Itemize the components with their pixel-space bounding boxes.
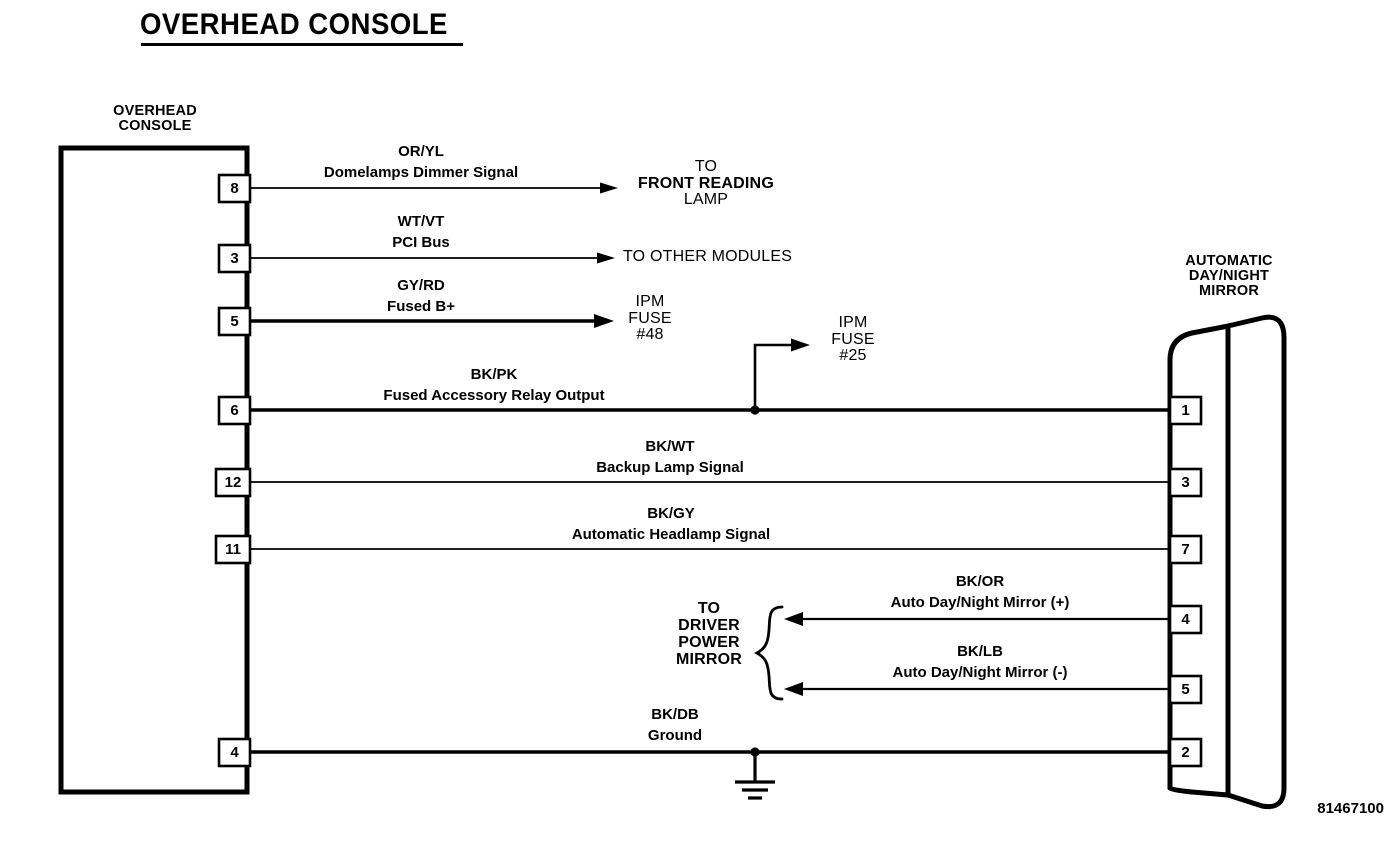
console-caption-line2: CONSOLE: [118, 118, 192, 135]
mirror-pin-3: 3: [1181, 474, 1190, 491]
dest-driver-power-mirror-line2: DRIVER: [678, 616, 740, 634]
mirror-caption-line2: DAY/NIGHT: [1188, 268, 1270, 285]
dest-ipm-fuse-25: IPM FUSE #25: [831, 314, 875, 365]
page-title: OVERHEAD CONSOLE: [140, 8, 448, 41]
wire-label-bk-lb-desc: Auto Day/Night Mirror (-): [892, 664, 1068, 681]
console-pin-4: 4: [230, 744, 239, 761]
wire-label-bk-or-code: BK/OR: [955, 573, 1005, 590]
wire-console-5-ipm-fuse-48: [250, 314, 614, 328]
mirror-caption: AUTOMATIC DAY/NIGHT MIRROR: [1185, 253, 1273, 300]
wire-mirror-5-driver-power-mirror: [784, 682, 1170, 696]
wire-label-bk-wt-code: BK/WT: [645, 438, 695, 455]
wire-label-bk-pk-code: BK/PK: [470, 366, 518, 383]
wire-console-8-front-reading-lamp: [250, 182, 618, 194]
console-pin-box-11: [214, 534, 252, 565]
wire-label-gy-rd-desc: Fused B+: [387, 298, 455, 315]
mirror-caption-line1: AUTOMATIC: [1185, 253, 1273, 269]
mirror-pin-4: 4: [1181, 611, 1190, 628]
console-pin-box-5: [217, 306, 252, 337]
console-pin-box-8: [217, 173, 252, 204]
console-pin-11: 11: [225, 541, 241, 558]
dest-front-reading-lamp: TO FRONT READING LAMP: [638, 158, 774, 209]
dest-ipm-fuse-25-line3: #25: [839, 347, 867, 365]
dest-ipm-fuse-25-line1: IPM: [838, 314, 868, 331]
driver-mirror-brace: [754, 605, 784, 701]
dest-driver-power-mirror-line1: TO: [697, 600, 721, 617]
wire-label-bk-pk-desc: Fused Accessory Relay Output: [383, 387, 605, 404]
mirror-pin-box-4: [1168, 604, 1203, 635]
wire-label-bk-gy-desc: Automatic Headlamp Signal: [571, 526, 771, 543]
wire-label-gy-rd-code: GY/RD: [397, 277, 445, 294]
console-pin-box-12: [214, 467, 252, 498]
wire-label-or-yl-desc: Domelamps Dimmer Signal: [323, 164, 519, 181]
console-pin-box-4: [217, 737, 252, 768]
part-number: 81467100: [1317, 800, 1384, 817]
wire-console-4-mirror-2-ground: [250, 747, 1170, 800]
wire-label-bk-gy-code: BK/GY: [647, 505, 695, 522]
mirror-pin-7: 7: [1181, 541, 1190, 558]
console-pin-8: 8: [230, 180, 239, 197]
wire-label-wt-vt-code: WT/VT: [397, 213, 445, 230]
wire-console-3-other-modules: [250, 252, 615, 264]
wire-label-bk-db-code: BK/DB: [651, 706, 699, 723]
wire-console-6-mirror-1: [250, 338, 1170, 415]
dest-ipm-fuse-48-line1: IPM: [635, 293, 665, 310]
console-pin-12: 12: [224, 474, 242, 491]
mirror-pin-5: 5: [1181, 681, 1190, 698]
mirror-pin-box-7: [1168, 534, 1203, 565]
dest-ipm-fuse-48-line3: #48: [636, 326, 664, 344]
automatic-daynight-mirror-body: [1167, 314, 1287, 810]
chassis-ground-icon: [735, 780, 775, 800]
console-pin-3: 3: [230, 250, 239, 267]
wire-label-bk-or-desc: Auto Day/Night Mirror (+): [890, 594, 1070, 611]
mirror-pin-box-1: [1168, 395, 1203, 426]
dest-ipm-fuse-25-line2: FUSE: [831, 330, 875, 348]
console-caption: OVERHEAD CONSOLE: [113, 103, 197, 135]
dest-front-reading-lamp-line2: FRONT READING: [638, 174, 774, 192]
console-pin-5: 5: [230, 313, 239, 330]
mirror-caption-line3: MIRROR: [1198, 283, 1260, 300]
console-pin-6: 6: [230, 402, 239, 419]
dest-front-reading-lamp-line1: TO: [694, 158, 718, 175]
junction-dot-branch: [750, 405, 760, 415]
dest-other-modules: TO OTHER MODULES: [623, 248, 793, 266]
dest-driver-power-mirror-line3: POWER: [678, 633, 740, 651]
wire-label-bk-wt-desc: Backup Lamp Signal: [596, 459, 744, 476]
title-underline: [141, 43, 463, 46]
dest-ipm-fuse-48: IPM FUSE #48: [628, 293, 672, 344]
wire-label-bk-db-desc: Ground: [647, 727, 703, 744]
wire-label-bk-lb-code: BK/LB: [957, 643, 1003, 660]
dest-ipm-fuse-48-line2: FUSE: [628, 309, 672, 327]
wire-mirror-4-driver-power-mirror: [784, 612, 1170, 626]
console-caption-line1: OVERHEAD: [113, 103, 197, 119]
mirror-pin-boxes: [1168, 395, 1203, 768]
dest-driver-power-mirror-line4: MIRROR: [675, 650, 743, 668]
mirror-pin-1: 1: [1181, 402, 1190, 419]
dest-other-modules-text: TO OTHER MODULES: [623, 248, 793, 265]
wire-label-or-yl-code: OR/YL: [398, 143, 444, 160]
wire-label-wt-vt-desc: PCI Bus: [392, 234, 450, 251]
dest-driver-power-mirror: TO DRIVER POWER MIRROR: [675, 600, 743, 669]
dest-front-reading-lamp-line3: LAMP: [683, 191, 729, 209]
mirror-pin-2: 2: [1181, 744, 1190, 761]
